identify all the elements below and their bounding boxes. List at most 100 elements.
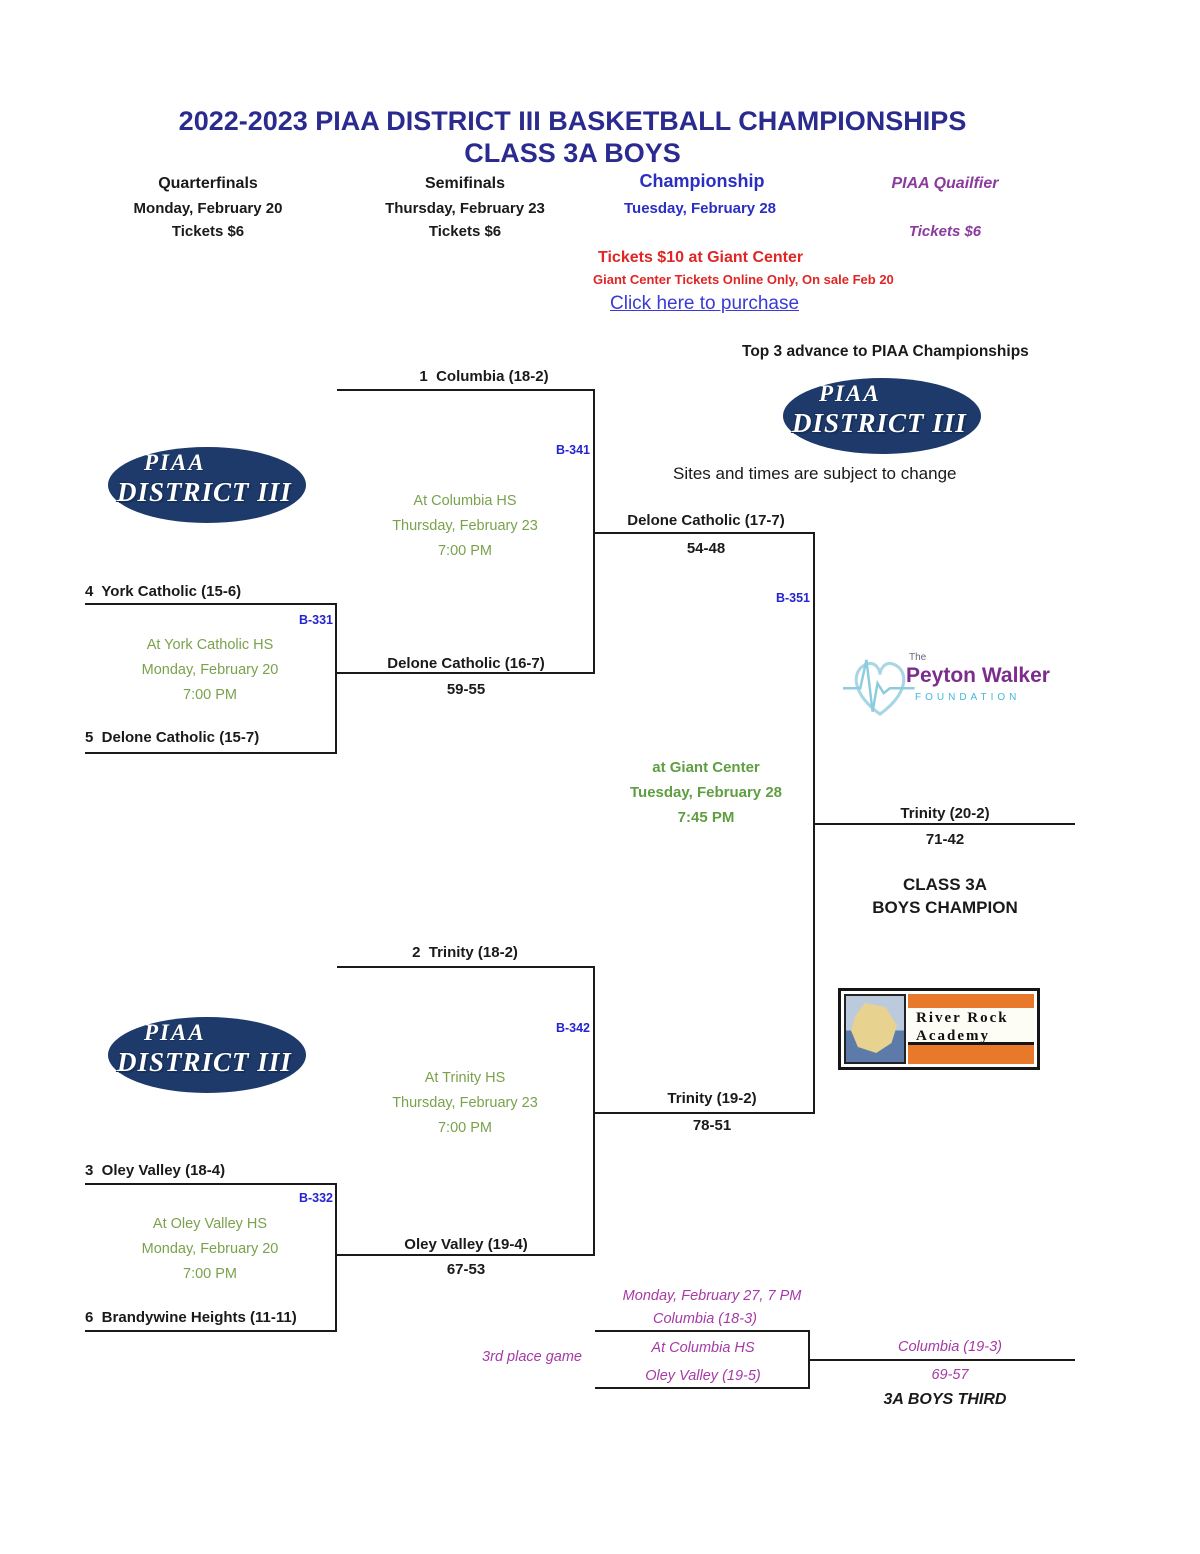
game-code-b332: B-332 — [298, 1191, 333, 1205]
giant-center-tickets-notice: Tickets $10 at Giant Center — [598, 249, 804, 266]
round-date-semifinals: Thursday, February 23 — [385, 200, 545, 217]
river-rock-academy-logo: River Rock Academy — [838, 988, 1040, 1070]
bracket-line-h — [85, 1330, 337, 1332]
page-subtitle-row: CLASS 3A BOYS — [0, 138, 1145, 169]
team-seed-6-brandywine-heights: 6 Brandywine Heights (11-11) — [85, 1309, 297, 1326]
bracket-line-h — [595, 1387, 810, 1389]
time-final: 7:45 PM — [677, 809, 735, 826]
piaa-logo-oval — [108, 1017, 306, 1093]
river-rock-name: River Rock Academy — [908, 1008, 1034, 1045]
score-final: 71-42 — [925, 831, 965, 848]
bracket-line-h — [337, 966, 595, 968]
venue-final: at Giant Center — [652, 759, 760, 776]
bracket-line-h — [85, 603, 337, 605]
game-info-sf2: At Trinity HS Thursday, February 23 7:00… — [392, 1066, 538, 1141]
team-seed-1-columbia: 1 Columbia (18-2) — [419, 368, 549, 385]
venue-sf1: At Columbia HS — [413, 493, 517, 509]
bracket-line-h — [337, 1254, 595, 1256]
score-qf2: 67-53 — [446, 1261, 486, 1278]
round-header-championship: Championship — [639, 171, 765, 191]
round-header-semifinals: Semifinals — [424, 175, 506, 192]
bracket-line-h — [810, 1359, 1075, 1361]
third-place-title: 3A BOYS THIRD — [883, 1391, 1007, 1408]
page-subtitle: CLASS 3A BOYS — [464, 138, 681, 168]
venue-sf2: At Trinity HS — [424, 1070, 506, 1086]
score-sf2: 78-51 — [692, 1117, 732, 1134]
rock-icon — [851, 1003, 897, 1053]
champion-label-line1: CLASS 3A — [902, 875, 988, 894]
game-code-b342: B-342 — [555, 1021, 590, 1035]
venue-qf1: At York Catholic HS — [146, 637, 274, 653]
river-rock-orange-strip — [908, 1042, 1034, 1064]
third-place-datetime: Monday, February 27, 7 PM — [622, 1288, 802, 1304]
time-sf2: 7:00 PM — [437, 1120, 492, 1136]
round-tickets-piaa-qualifier: Tickets $6 — [908, 223, 982, 240]
bracket-line-v — [808, 1330, 810, 1389]
bracket-line-h — [815, 823, 1075, 825]
winner-final: Trinity (20-2) — [900, 805, 990, 822]
peyton-logo-the: The — [909, 652, 927, 663]
date-final: Tuesday, February 28 — [629, 784, 783, 801]
bracket-line-v — [593, 966, 595, 1256]
bracket-line-h — [595, 532, 815, 534]
piaa-logo-word-piaa: PIAA — [819, 381, 881, 406]
river-rock-name-line1: River Rock — [916, 1010, 1009, 1026]
piaa-logo-word-district-iii: DISTRICT III — [792, 408, 967, 438]
date-qf1: Monday, February 20 — [141, 662, 279, 678]
bracket-line-h — [337, 672, 595, 674]
third-place-venue: At Columbia HS — [651, 1340, 755, 1356]
third-place-game-label: 3rd place game — [482, 1349, 582, 1365]
winner-qf1: Delone Catholic (16-7) — [387, 655, 545, 672]
peyton-walker-foundation-logo: The Peyton Walker FOUNDATION — [843, 645, 1055, 730]
page-title-row: 2022-2023 PIAA DISTRICT III BASKETBALL C… — [0, 106, 1145, 137]
piaa-district-iii-logo: PIAA DISTRICT III — [108, 1017, 320, 1097]
game-code-b351: B-351 — [775, 591, 810, 605]
venue-qf2: At Oley Valley HS — [152, 1216, 268, 1232]
bracket-line-h — [595, 1112, 815, 1114]
team-seed-3-oley-valley: 3 Oley Valley (18-4) — [85, 1162, 226, 1179]
river-rock-name-line2: Academy — [916, 1028, 990, 1044]
bracket-line-v — [593, 389, 595, 674]
game-info-qf1: At York Catholic HS Monday, February 20 … — [142, 633, 279, 708]
winner-sf2: Trinity (19-2) — [667, 1090, 757, 1107]
giant-center-online-notice: Giant Center Tickets Online Only, On sal… — [593, 272, 894, 287]
third-place-team-top: Columbia (18-3) — [653, 1311, 757, 1327]
advance-note: Top 3 advance to PIAA Championships — [742, 343, 1029, 360]
time-sf1: 7:00 PM — [437, 543, 492, 559]
piaa-logo-word-district-iii: DISTRICT III — [117, 1047, 292, 1077]
river-rock-image — [844, 994, 906, 1064]
round-tickets-quarterfinals: Tickets $6 — [171, 223, 245, 240]
piaa-district-iii-logo: PIAA DISTRICT III — [108, 447, 320, 527]
purchase-tickets-link[interactable]: Click here to purchase — [610, 293, 800, 314]
game-code-b341: B-341 — [555, 443, 590, 457]
round-date-championship: Tuesday, February 28 — [623, 200, 777, 217]
bracket-line-v — [335, 1183, 337, 1332]
peyton-logo-name: Peyton Walker — [906, 664, 1050, 687]
round-date-quarterfinals: Monday, February 20 — [133, 200, 283, 217]
piaa-logo-word-piaa: PIAA — [144, 450, 206, 475]
third-place-score: 69-57 — [931, 1367, 969, 1383]
third-place-team-bottom: Oley Valley (19-5) — [645, 1368, 761, 1384]
game-info-sf1: At Columbia HS Thursday, February 23 7:0… — [392, 489, 538, 564]
bracket-line-v — [335, 603, 337, 754]
winner-sf1: Delone Catholic (17-7) — [627, 512, 785, 529]
piaa-logo-word-district-iii: DISTRICT III — [117, 477, 292, 507]
winner-qf2: Oley Valley (19-4) — [404, 1236, 528, 1253]
date-sf2: Thursday, February 23 — [392, 1095, 538, 1111]
time-qf1: 7:00 PM — [183, 687, 237, 703]
score-qf1: 59-55 — [446, 681, 486, 698]
bracket-line-h — [595, 1330, 810, 1332]
round-tickets-semifinals: Tickets $6 — [428, 223, 502, 240]
champion-label-line2: BOYS CHAMPION — [872, 898, 1018, 917]
bracket-line-v — [813, 532, 815, 1114]
river-rock-orange-strip — [908, 994, 1034, 1008]
piaa-logo-oval — [108, 447, 306, 523]
bracket-line-h — [85, 1183, 337, 1185]
team-seed-4-york-catholic: 4 York Catholic (15-6) — [85, 583, 242, 600]
piaa-logo-oval — [783, 378, 981, 454]
bracket-line-h — [85, 752, 337, 754]
game-info-final: at Giant Center Tuesday, February 28 7:4… — [630, 755, 782, 830]
game-info-qf2: At Oley Valley HS Monday, February 20 7:… — [142, 1212, 279, 1287]
round-header-quarterfinals: Quarterfinals — [158, 175, 258, 192]
time-qf2: 7:00 PM — [183, 1266, 237, 1282]
